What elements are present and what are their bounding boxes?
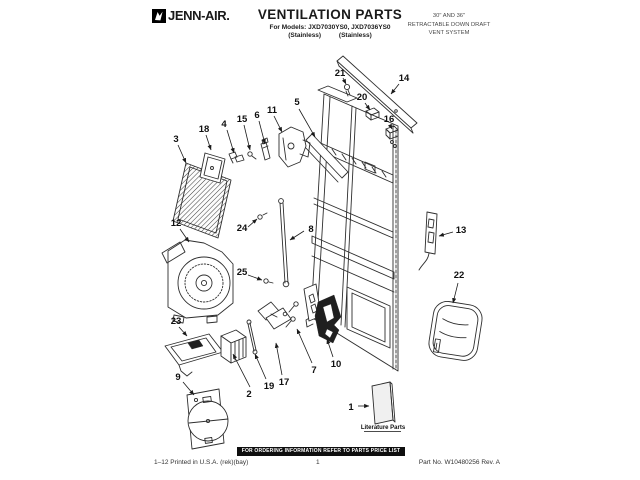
system-spec-block: 30" AND 36" RETRACTABLE DOWN DRAFT VENT … — [388, 12, 510, 38]
callout-21: 21 — [335, 68, 347, 85]
callout-1: 1 — [348, 402, 370, 413]
callout-11: 11 — [267, 105, 283, 133]
callout-number: 15 — [237, 114, 248, 125]
callout-23: 23 — [171, 316, 188, 337]
spec-line-3: VENT SYSTEM — [428, 30, 470, 37]
finish-left: (Stainless) — [288, 32, 322, 39]
models-line: For Models: JXD7030YS0, JXD7036YS0 — [269, 24, 391, 31]
part-13-actuator-switch — [418, 211, 438, 271]
callout-4: 4 — [221, 119, 235, 154]
page-number: 1 — [316, 459, 320, 466]
callout-number: 13 — [456, 225, 467, 236]
callout-15: 15 — [237, 114, 251, 151]
part-2-switch-box — [220, 329, 247, 364]
callout-3: 3 — [173, 134, 187, 164]
callout-number: 9 — [175, 372, 180, 383]
part-4-clip-fastener — [228, 151, 245, 164]
callout-2: 2 — [232, 353, 252, 400]
callout-number: 14 — [399, 73, 410, 84]
part-14-vent-trim-bar — [336, 55, 418, 134]
jenn-air-logo-icon — [152, 8, 166, 23]
callout-number: 5 — [294, 97, 300, 108]
callout-number: 18 — [199, 124, 210, 135]
part-15-screw — [247, 151, 257, 160]
callout-number: 24 — [237, 223, 248, 234]
callout-24: 24 — [237, 218, 258, 234]
callout-number: 2 — [246, 389, 251, 400]
part-number-line: Part No. W10480256 Rev. A — [418, 459, 500, 466]
callout-17: 17 — [274, 342, 290, 388]
jenn-air-logo-glyph — [152, 8, 166, 23]
callout-number: 6 — [254, 110, 259, 121]
callout-8: 8 — [289, 224, 314, 241]
part-21-screw — [343, 83, 351, 97]
brand-name: JENN-AIR. — [168, 8, 230, 23]
part-8-lift-rod — [278, 198, 290, 288]
callout-number: 21 — [335, 68, 346, 79]
part-25-screw — [263, 278, 274, 284]
callout-number: 17 — [279, 377, 290, 388]
callout-5: 5 — [294, 97, 316, 138]
callout-18: 18 — [199, 124, 212, 151]
part-10-seal — [314, 294, 342, 344]
finish-line: (Stainless) (Stainless) — [236, 32, 424, 39]
part-20-clip — [365, 107, 380, 121]
callout-13: 13 — [438, 225, 467, 237]
title-block: VENTILATION PARTS For Models: JXD7030YS0… — [236, 7, 424, 39]
callout-19: 19 — [254, 353, 275, 392]
callout-number: 7 — [311, 365, 316, 376]
callout-number: 11 — [267, 105, 278, 116]
part-9-damper-assembly — [186, 388, 229, 450]
part-22-transition-duct — [428, 301, 483, 361]
spec-line-2: RETRACTABLE DOWN DRAFT — [407, 21, 491, 28]
spec-line-1: 30" AND 36" — [432, 13, 466, 19]
callout-number: 25 — [237, 267, 248, 278]
callout-10: 10 — [326, 338, 342, 370]
callout-number: 3 — [173, 134, 178, 145]
part-12-blower-assembly — [161, 239, 234, 324]
callout-number: 10 — [331, 359, 342, 370]
callout-number: 23 — [171, 316, 182, 327]
callout-number: 22 — [454, 270, 465, 281]
callout-number: 19 — [264, 381, 275, 392]
callout-16: 16 — [384, 114, 395, 130]
finish-right: (Stainless) — [338, 32, 372, 39]
part-23-drip-tray — [164, 333, 224, 377]
ordering-notice-bar: FOR ORDERING INFORMATION REFER TO PARTS … — [237, 447, 405, 456]
callout-14: 14 — [390, 73, 410, 95]
callout-25: 25 — [237, 267, 263, 281]
callout-22: 22 — [452, 270, 465, 304]
printed-in-usa-line: 1–12 Printed in U.S.A. (rek)(bay) — [154, 459, 249, 466]
callout-number: 4 — [221, 119, 227, 130]
callout-number: 20 — [357, 92, 368, 103]
part-18-cover-plate — [199, 152, 226, 184]
callout-6: 6 — [254, 110, 266, 145]
part-24-screw — [257, 212, 268, 220]
callout-9: 9 — [175, 372, 195, 396]
callout-20: 20 — [357, 92, 371, 111]
callout-number: 12 — [171, 218, 182, 229]
callout-number: 1 — [348, 402, 354, 413]
callout-number: 8 — [308, 224, 313, 235]
part-11-motor-bracket — [278, 126, 311, 168]
part-17-slide-bracket — [257, 301, 292, 330]
part-6-spacer — [260, 137, 271, 161]
callout-number: 16 — [384, 114, 395, 125]
page-title: VENTILATION PARTS — [257, 7, 403, 22]
callout-7: 7 — [296, 328, 317, 376]
literature-label: Literature Parts — [361, 425, 406, 431]
callout-12: 12 — [171, 218, 190, 243]
brand-header: JENN-AIR. — [152, 8, 230, 23]
part-19-link-rod — [246, 319, 258, 355]
part-5-vent-grille-strip — [303, 133, 349, 183]
part-1-literature — [371, 381, 396, 425]
